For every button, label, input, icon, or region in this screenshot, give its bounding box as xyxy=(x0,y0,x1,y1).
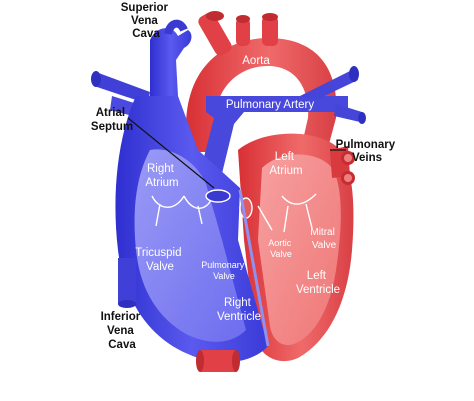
pulmonary-artery xyxy=(196,66,366,190)
descending-aorta xyxy=(196,350,240,372)
right-ventricle-label: Right Ventricle xyxy=(217,297,261,323)
pulmonary-veins-label: Pulmonary Veins xyxy=(336,139,399,164)
pulmonary-artery-label: Pulmonary Artery xyxy=(226,99,314,111)
aortic-branch-1 xyxy=(198,12,232,56)
atrial-septum-pointer xyxy=(127,117,215,189)
left-heart xyxy=(238,133,355,362)
superior-vena-cava-label: Superior Vena Cava xyxy=(121,2,172,40)
tricuspid-valve-label: Tricuspid Valve xyxy=(135,247,184,273)
inferior-vena-cava-label: Inferior Vena Cava xyxy=(101,311,144,351)
interventricular-septum xyxy=(238,189,270,347)
mitral-valve-label: Mitral Valve xyxy=(310,227,337,251)
right-heart xyxy=(115,96,268,363)
left-ventricle-label: Left Ventricle xyxy=(296,270,340,296)
superior-vena-cava xyxy=(150,19,192,96)
aortic-branch-3 xyxy=(262,16,278,46)
left-atrium-label: Left Atrium xyxy=(269,151,302,177)
aorta-label: Aorta xyxy=(242,55,270,67)
aorta xyxy=(186,11,337,170)
atrial-septum-label: Atrial Septum xyxy=(91,107,133,133)
aortic-valve-label: Aortic Valve xyxy=(268,238,294,259)
pulmonary-valve-label: Pulmonary Valve xyxy=(201,260,247,281)
aortic-branch-2 xyxy=(236,18,250,46)
pulmonary-valve xyxy=(205,189,231,203)
inferior-vena-cava xyxy=(118,258,136,308)
mitral-valve xyxy=(281,193,317,233)
right-atrium-label: Right Atrium xyxy=(145,163,178,189)
